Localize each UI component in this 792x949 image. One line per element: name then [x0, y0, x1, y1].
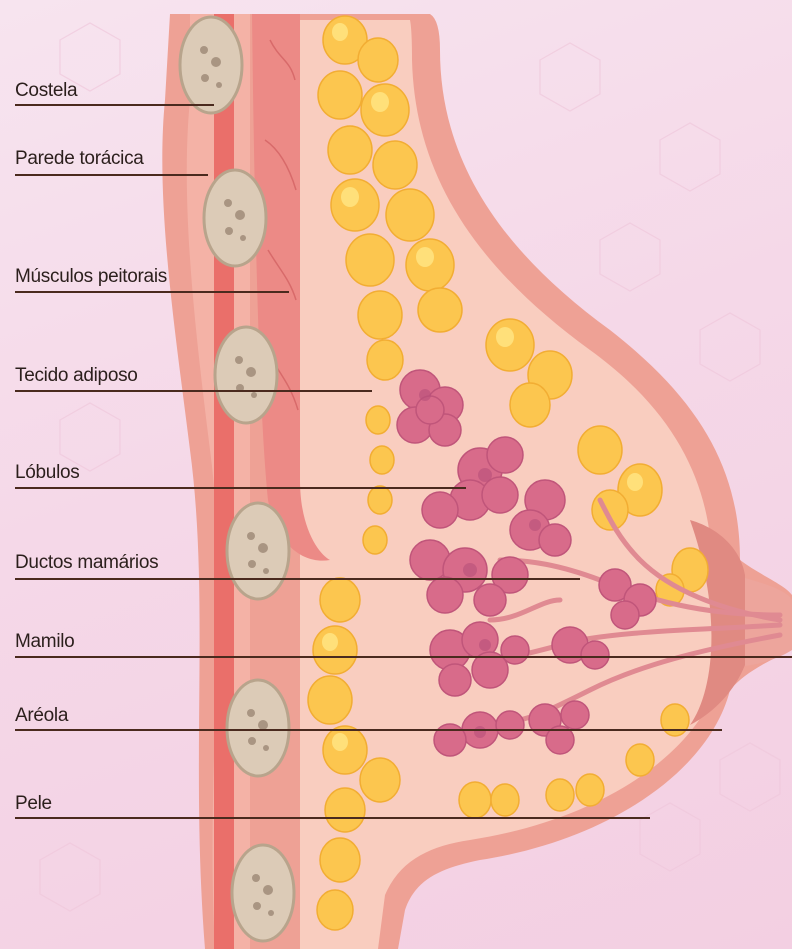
label-lobulos: Lóbulos [15, 462, 79, 484]
label-ductos-mamarios: Ductos mamários [15, 552, 158, 574]
label-areola: Aréola [15, 705, 68, 727]
label-tecido-adiposo: Tecido adiposo [15, 365, 138, 387]
leader-line-mamilo [15, 656, 792, 658]
rib [215, 327, 277, 423]
rib [232, 845, 294, 941]
leader-line-lobulos [15, 487, 466, 489]
label-costela: Costela [15, 80, 77, 102]
label-parede-toracica: Parede torácica [15, 148, 144, 170]
leader-line-pele [15, 817, 650, 819]
leader-line-parede-toracica [15, 174, 208, 176]
chest-wall-line [214, 14, 234, 949]
leader-line-areola [15, 729, 722, 731]
leader-line-costela [15, 104, 214, 106]
leader-line-ductos-mamarios [15, 578, 580, 580]
rib [227, 680, 289, 776]
rib [227, 503, 289, 599]
rib [180, 17, 242, 113]
rib [204, 170, 266, 266]
label-pele: Pele [15, 793, 52, 815]
label-musculos-peitorais: Músculos peitorais [15, 266, 167, 288]
leader-line-tecido-adiposo [15, 390, 372, 392]
label-mamilo: Mamilo [15, 631, 74, 653]
leader-line-musculos-peitorais [15, 291, 289, 293]
